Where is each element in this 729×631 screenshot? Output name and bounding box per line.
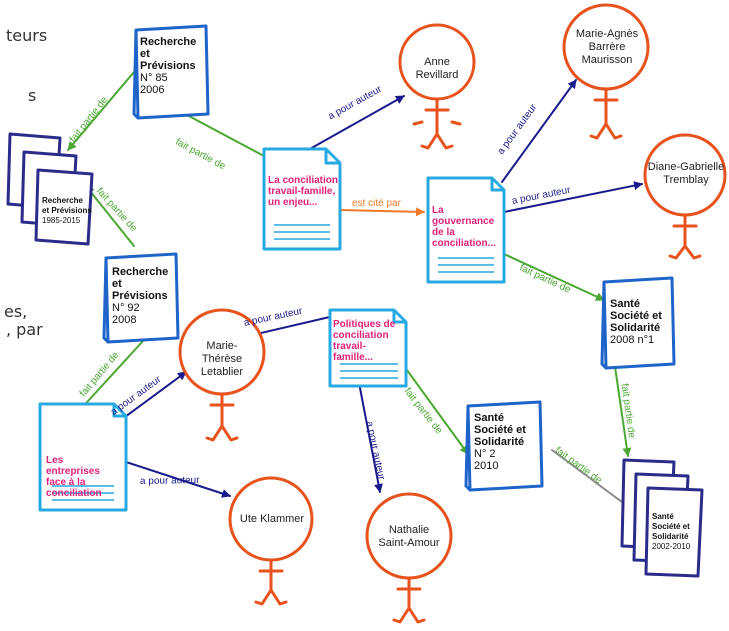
- edge-part-gray: [551, 449, 631, 509]
- book-sss2008-label: Santé Société et Solidarité 2008 n°1: [610, 298, 672, 346]
- edge-part-rp92-collection: [85, 185, 135, 247]
- book-sss2008-title: Santé Société et Solidarité: [610, 298, 662, 334]
- document-entreprises: [38, 402, 128, 512]
- book-sss2010-number: N° 2: [474, 448, 496, 460]
- person-marie-agnes: [562, 3, 650, 140]
- book-rp85-label: Recherche et Prévisions N° 85 2006: [140, 36, 204, 96]
- collection-rp-title: Recherche et Prévisions: [42, 196, 92, 215]
- label-author-ute: a pour auteur: [139, 474, 200, 487]
- label-cited-by: est cité par: [352, 198, 401, 209]
- document-conciliation-enjeu-title: La conciliation travail-famille, un enje…: [268, 175, 339, 208]
- person-nathalie-name: Nathalie Saint-Amour: [378, 524, 440, 549]
- book-sss2008: [600, 276, 676, 370]
- edge-part-rp85-collection: [67, 71, 135, 151]
- person-marie-therese: [178, 308, 266, 442]
- person-diane-gabrielle-name: Diane-Gabrielle Tremblay: [647, 161, 725, 186]
- book-rp92-label: Recherche et Prévisions N° 92 2008: [112, 266, 176, 326]
- edge-author-ute: [125, 461, 231, 498]
- background-text-3: es,: [4, 302, 28, 321]
- book-rp85-number: N° 85: [140, 72, 168, 84]
- document-politiques-title: Politiques de conciliation travail-famil…: [333, 319, 396, 363]
- person-marie-therese-name: Marie-Thérèse Letablier: [200, 340, 244, 378]
- book-rp85: [132, 24, 210, 120]
- book-sss2010-label: Santé Société et Solidarité N° 2 2010: [474, 412, 540, 472]
- collection-sss-years: 2002-2010: [652, 542, 691, 551]
- background-text-1: teurs: [6, 26, 48, 45]
- edge-author-diane: [503, 181, 643, 213]
- collection-rp: [6, 132, 94, 246]
- book-rp85-year: 2006: [140, 84, 165, 96]
- person-diane-gabrielle: [643, 133, 727, 260]
- book-rp85-title: Recherche et Prévisions: [140, 36, 197, 72]
- book-rp92-title: Recherche et Prévisions: [112, 266, 169, 302]
- person-anne-revillard: [398, 23, 476, 150]
- background-text-2: s: [28, 86, 37, 105]
- book-rp92-number: N° 92: [112, 302, 140, 314]
- edge-author-marie-agnes: [501, 79, 577, 183]
- book-sss2010: [464, 400, 544, 492]
- document-gouvernance-title: La gouvernance de la conciliation...: [432, 205, 496, 249]
- book-sss2010-title: Santé Société et Solidarité: [474, 412, 526, 448]
- edge-cited-by: [339, 207, 425, 217]
- person-anne-revillard-name: Anne Revillard: [415, 56, 459, 81]
- document-gouvernance: [426, 176, 506, 284]
- book-rp92: [102, 252, 180, 344]
- document-entreprises-title: Les entreprises face à la conciliation: [46, 455, 102, 499]
- document-politiques: [328, 308, 408, 388]
- collection-rp-years: 1985-2015: [42, 216, 81, 225]
- edge-author-marie-therese: [247, 315, 335, 339]
- person-marie-agnes-name: Marie-Agnès Barrère Maurisson: [575, 28, 639, 66]
- edge-author-nathalie: [359, 387, 383, 493]
- person-ute-klammer: [228, 476, 314, 606]
- book-rp92-year: 2008: [112, 314, 137, 326]
- collection-sss-label: Santé Société et Solidarité 2002-2010: [652, 512, 704, 552]
- person-nathalie: [365, 492, 453, 624]
- background-text-4: , par: [6, 320, 43, 339]
- person-ute-klammer-name: Ute Klammer: [239, 513, 305, 525]
- collection-rp-label: Recherche et Prévisions 1985-2015: [42, 196, 92, 226]
- collection-sss-title: Santé Société et Solidarité: [652, 512, 690, 541]
- book-sss2008-number: 2008 n°1: [610, 334, 655, 346]
- edge-part-sss2008: [503, 253, 605, 301]
- collection-sss: [620, 458, 704, 578]
- book-sss2010-year: 2010: [474, 460, 499, 472]
- document-conciliation-enjeu: [262, 147, 342, 251]
- edge-author-anne: [307, 95, 405, 151]
- edge-part-sss2010: [403, 365, 469, 455]
